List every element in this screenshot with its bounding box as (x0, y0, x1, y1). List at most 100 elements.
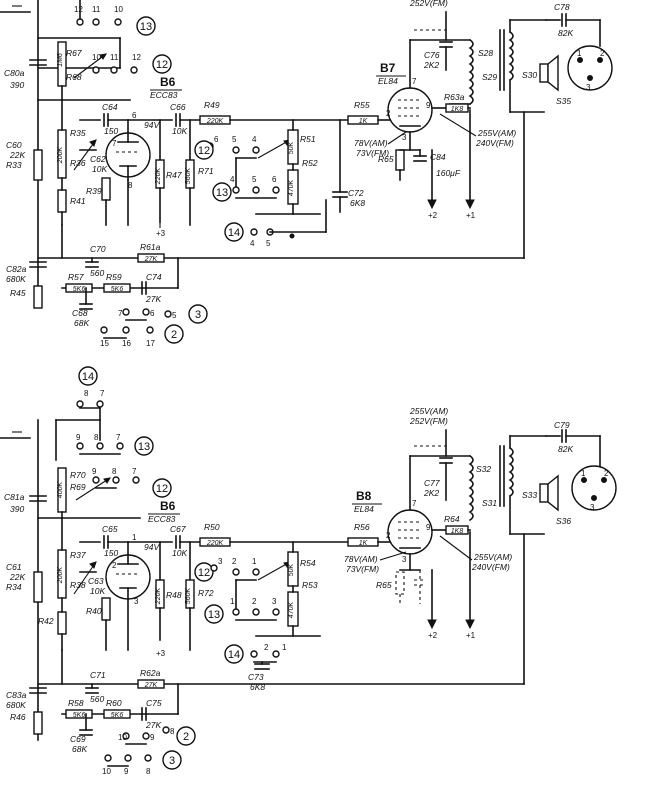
value-C61: 22K (9, 572, 25, 582)
svg-text:2: 2 (386, 531, 391, 540)
resistor-R39 (101, 177, 111, 201)
pin (250, 228, 258, 236)
pin-label: 11 (92, 5, 101, 14)
anode-voltage-am-lower: 255V(AM) (473, 552, 512, 562)
label-C68: C68 (72, 308, 88, 318)
value-R58: 5K6 (73, 712, 86, 719)
label-S30: S30 (522, 70, 537, 80)
circled-number (204, 604, 224, 624)
svg-text:9: 9 (426, 101, 431, 110)
pin (92, 18, 100, 26)
value-C66: 10K (172, 126, 187, 136)
svg-text:1M6: 1M6 (57, 53, 64, 67)
label-C65: C65 (102, 524, 118, 534)
label-C62: C62 (90, 154, 106, 164)
label-R49: R49 (204, 100, 220, 110)
label-R71: R71 (198, 166, 214, 176)
rail-plus2: +2 (428, 211, 438, 220)
circled-number (164, 324, 184, 344)
label-C77: C77 (424, 478, 440, 488)
value-C60: 22K (9, 150, 25, 160)
tube-B7-label: B7 (380, 61, 396, 75)
speaker-S35 (539, 63, 549, 83)
pin-label: 1 (252, 557, 257, 566)
label-R47: R47 (166, 170, 182, 180)
circled-number-label: 2 (171, 329, 177, 341)
pin (232, 146, 240, 154)
value-C75: 27K (145, 720, 161, 730)
pin (76, 18, 84, 26)
pin-label: 1 (230, 597, 235, 606)
label-C61: C61 (6, 562, 22, 572)
value-C78: 82K (558, 28, 573, 38)
cathode-voltage-am-lower: 78V(AM) (344, 554, 378, 564)
label-R42: R42 (38, 616, 54, 626)
label-R55: R55 (354, 100, 370, 110)
pin-label: 12 (74, 5, 83, 14)
label-R61a: R61a (140, 242, 161, 252)
pin-label: 16 (122, 339, 131, 348)
value-C84: 160μF (436, 168, 461, 178)
label-C63: C63 (88, 576, 104, 586)
label-R65: R65 (378, 154, 394, 164)
label-R54: R54 (300, 558, 316, 568)
rail-plus2-lower: +2 (428, 631, 438, 640)
value-C80a: 390 (10, 80, 24, 90)
pin (232, 186, 240, 194)
value-R57: 5K6 (73, 286, 86, 293)
pin-label: 1 (282, 643, 287, 652)
label-R38: R38 (70, 580, 86, 590)
circled-number (194, 562, 214, 582)
pin-label: 9 (76, 433, 81, 442)
tube-ECC83-label: ECC83 (150, 90, 178, 100)
value-C83a: 680K (6, 700, 26, 710)
label-R56: R56 (354, 522, 370, 532)
svg-text:220K: 220K (155, 588, 162, 606)
label-R52: R52 (302, 158, 318, 168)
tube-ECC83-label: ECC83 (148, 514, 176, 524)
din-socket-lower (571, 465, 617, 511)
label-R57: R57 (68, 272, 84, 282)
label-R64: R64 (444, 514, 460, 524)
label-S36: S36 (556, 516, 571, 526)
pin-label: 10 (102, 767, 111, 776)
value-R60: 5K6 (111, 712, 124, 719)
circled-number (188, 304, 208, 324)
label-R70: R70 (70, 470, 86, 480)
anode-voltage-fm-lower: 240V(FM) (471, 562, 510, 572)
supply-252V-lower: 252V(FM) (409, 416, 448, 426)
pin-label: 4 (230, 175, 235, 184)
anode-voltage-fm: 240V(FM) (475, 138, 514, 148)
value-C68: 68K (74, 318, 89, 328)
pin-label: 2 (600, 49, 605, 58)
svg-text:7: 7 (412, 77, 417, 86)
label-C83a: C83a (6, 690, 27, 700)
rail-plus3-lower: +3 (156, 649, 166, 658)
pin-label: 9 (92, 467, 97, 476)
upper-channel: 12 11 10 10 11 12 13 1M6 R67 R68 C80a 39… (0, 0, 613, 348)
value-R55: 1K (359, 118, 368, 125)
label-R34: R34 (6, 582, 22, 592)
label-C78: C78 (554, 2, 570, 12)
label-R51: R51 (300, 134, 316, 144)
pin-label: 11 (110, 53, 119, 62)
label-C84: C84 (430, 152, 446, 162)
resistor-R65-lower (395, 571, 405, 595)
pin-label: 8 (170, 727, 175, 736)
resistor-R46 (33, 711, 43, 735)
pin-label: 5 (266, 239, 271, 248)
pin-label: 1 (577, 49, 582, 58)
pin-label: 12 (132, 53, 141, 62)
label-R36: R36 (70, 158, 86, 168)
value-C77: 2K2 (423, 488, 439, 498)
label-C73: C73 (248, 672, 264, 682)
value-C63: 10K (90, 586, 105, 596)
circled-number-label: 14 (82, 371, 94, 383)
pin-label: 8 (112, 467, 117, 476)
circled-number (162, 750, 182, 770)
circled-number-label: 13 (140, 21, 152, 33)
tube-B6-label: B6 (160, 499, 176, 513)
label-C69: C69 (70, 734, 86, 744)
label-R63a: R63a (444, 92, 465, 102)
